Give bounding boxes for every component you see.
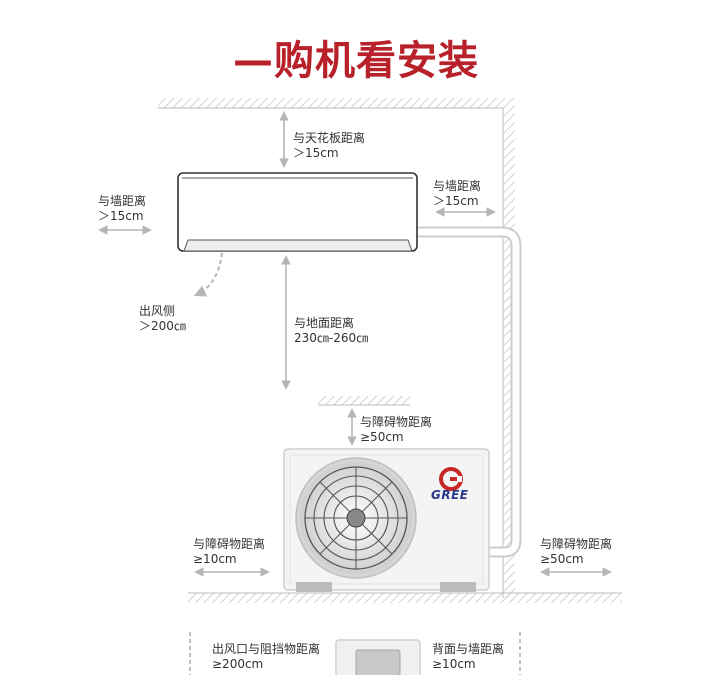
dimension-arrows: [98, 111, 612, 577]
back-wall-clearance-value: ≥10cm: [432, 657, 476, 671]
ceiling-clearance-label: 与天花板距离 ＞15cm: [293, 131, 365, 161]
left-wall-clearance-label: 与墙距离 ＞15cm: [98, 194, 146, 224]
floor-clearance-label: 与地面距离 230㎝-260㎝: [294, 316, 368, 346]
outlet-airflow-arrow: [193, 252, 223, 297]
outdoor-right-clearance-label: 与障碍物距离 ≥50cm: [540, 537, 612, 567]
right-wall-clearance-label: 与墙距离 ＞15cm: [433, 179, 481, 209]
gree-brand-text: GREE: [431, 488, 469, 502]
gree-logo: [439, 467, 463, 491]
outlet-blocker-clearance-label: 出风口与阻挡物距离 ≥200cm: [212, 642, 320, 672]
outdoor-right-clearance-name: 与障碍物距离: [540, 537, 613, 551]
outdoor-left-clearance-label: 与障碍物距离 ≥10cm: [193, 537, 265, 567]
floor-clearance-name: 与地面距离: [294, 316, 355, 330]
outdoor-top-clearance-value: ≥50cm: [360, 430, 404, 444]
outlet-blocker-clearance-value: ≥200cm: [212, 657, 264, 671]
obstacle-above-outdoor: [318, 396, 410, 406]
outdoor-top-clearance-label: 与障碍物距离 ≥50cm: [360, 415, 432, 445]
ceiling-clearance-value: ＞15cm: [293, 146, 339, 160]
left-wall-clearance-name: 与墙距离: [98, 194, 147, 208]
back-wall-clearance-label: 背面与墙距离 ≥10cm: [432, 642, 504, 672]
outlet-side-clearance-value: ＞200㎝: [139, 319, 186, 333]
outlet-side-clearance-name: 出风侧: [139, 304, 176, 318]
right-wall-clearance-name: 与墙距离: [433, 179, 482, 193]
refrigerant-pipe: [411, 226, 522, 558]
ceiling-clearance-name: 与天花板距离: [293, 131, 366, 145]
right-wall-clearance-value: ＞15cm: [433, 194, 479, 208]
ceiling: [158, 98, 503, 109]
bottom-detail: [189, 632, 521, 675]
left-wall-clearance-value: ＞15cm: [98, 209, 144, 223]
fan-grille: [295, 457, 417, 579]
outlet-blocker-clearance-name: 出风口与阻挡物距离: [212, 642, 321, 656]
indoor-unit: [177, 172, 418, 252]
outdoor-right-clearance-value: ≥50cm: [540, 552, 584, 566]
page-title: —购机看安装: [233, 38, 479, 84]
back-wall-clearance-name: 背面与墙距离: [432, 642, 505, 656]
outdoor-top-clearance-name: 与障碍物距离: [360, 415, 433, 429]
outlet-side-clearance-label: 出风侧 ＞200㎝: [139, 304, 186, 334]
floor: [188, 592, 622, 603]
floor-clearance-value: 230㎝-260㎝: [294, 331, 369, 345]
outdoor-left-clearance-value: ≥10cm: [193, 552, 237, 566]
outdoor-left-clearance-name: 与障碍物距离: [193, 537, 266, 551]
